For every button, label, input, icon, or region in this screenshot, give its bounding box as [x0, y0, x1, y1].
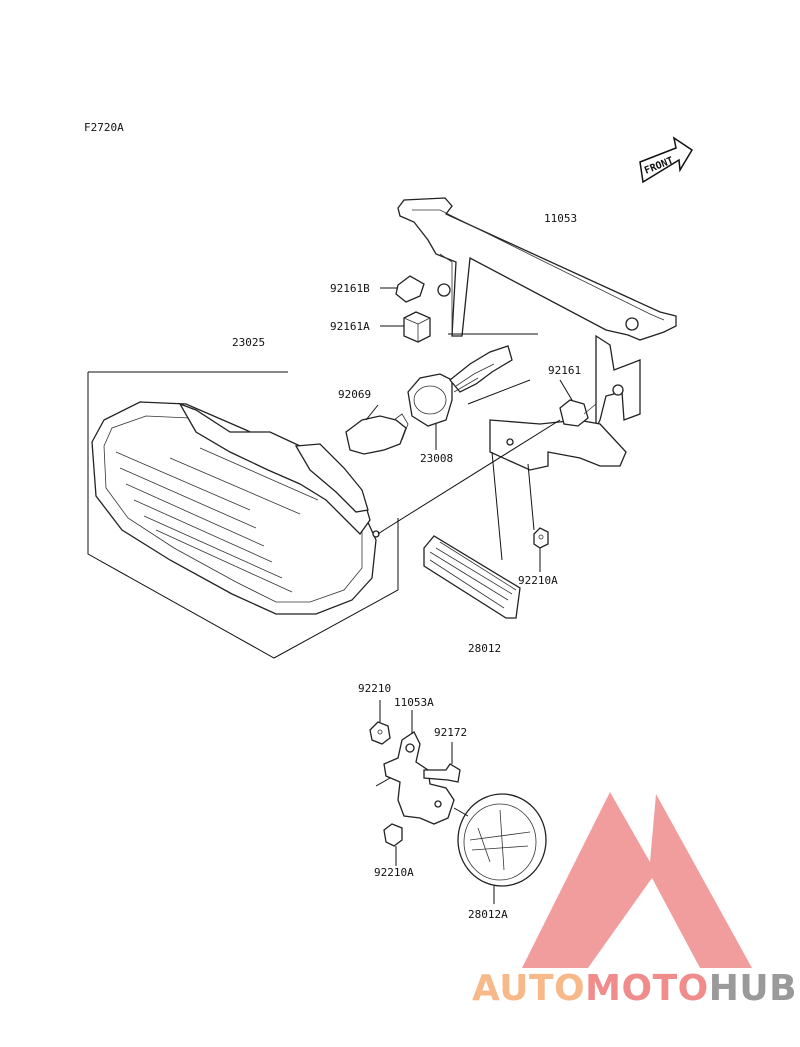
headlight-23025: [91, 401, 385, 615]
reflector-28012A: [457, 793, 547, 887]
reflector-28012: [423, 535, 521, 619]
watermark-part-moto: MOTO: [585, 968, 709, 1009]
part-label-92210A-lower: 92210A: [374, 866, 414, 879]
part-label-92210: 92210: [358, 682, 391, 695]
part-label-28012: 28012: [468, 642, 501, 655]
watermark-logo-icon: [522, 792, 752, 968]
bulb-92069: [345, 413, 409, 455]
grommet-92161: [559, 399, 597, 427]
watermark-part-hub: HUB: [709, 968, 797, 1009]
leader-lines: [87, 287, 573, 904]
part-label-92161B: 92161B: [330, 282, 370, 295]
part-label-92172: 92172: [434, 726, 467, 739]
part-label-92161A: 92161A: [330, 320, 370, 333]
svg-text:AUTOMOTOHUB: AUTOMOTOHUB: [472, 968, 797, 1009]
bracket-11053A: [383, 731, 455, 825]
part-label-23025: 23025: [232, 336, 265, 349]
rubber-92161B: [395, 275, 425, 303]
watermark-part-auto: AUTO: [472, 968, 585, 1009]
figure-code: F2720A: [84, 121, 124, 134]
part-label-28012A: 28012A: [468, 908, 508, 921]
part-label-11053A: 11053A: [394, 696, 434, 709]
part-label-92161: 92161: [548, 364, 581, 377]
watermark-text: AUTOMOTOHUB: [472, 968, 797, 1009]
nut-92210A-lower: [383, 823, 403, 847]
bolt-92172: [423, 763, 461, 783]
part-label-92069: 92069: [338, 388, 371, 401]
socket-23008: [407, 345, 513, 427]
front-arrow-icon: FRONT: [639, 136, 694, 184]
bracket-11053: [397, 197, 677, 471]
rubber-92161A: [403, 311, 431, 343]
part-label-11053: 11053: [544, 212, 577, 225]
part-label-92210A-upper: 92210A: [518, 574, 558, 587]
nut-92210: [369, 721, 391, 745]
part-label-23008: 23008: [420, 452, 453, 465]
nut-92210A-upper: [533, 527, 549, 549]
